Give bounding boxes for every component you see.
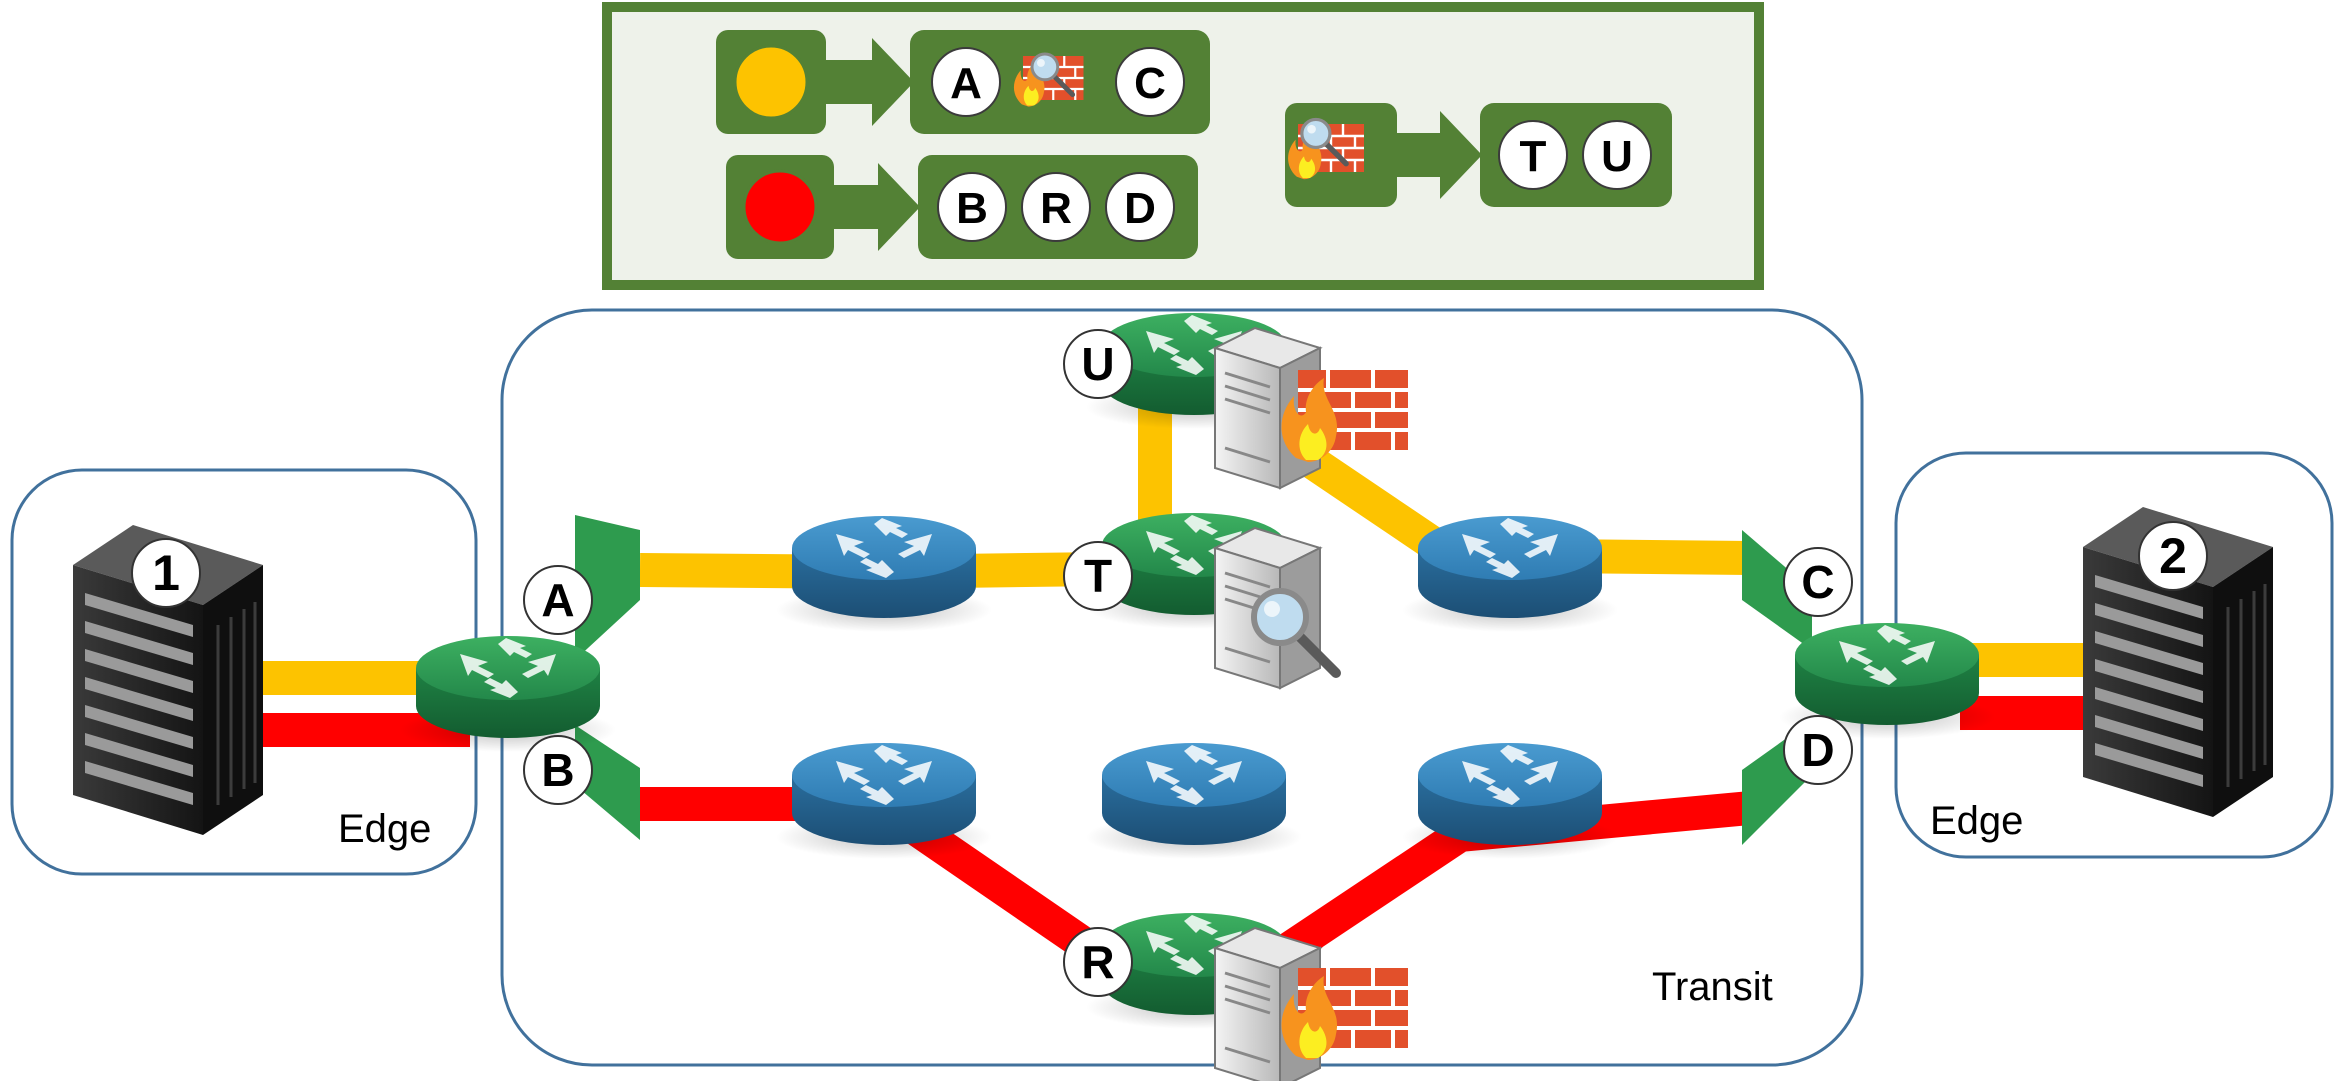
legend-panel: A C B R D T U [602,2,1764,290]
node-a-label: A [541,574,574,626]
ingress-wedge-c [1742,530,1812,650]
legend-service-icon [1286,119,1366,181]
node-c-badge [1783,547,1853,617]
ingress-wedge-b [575,725,640,840]
edge-zone-left-label: Edge [338,807,431,851]
legend-node-c [1115,47,1185,117]
edge-zone-right-label: Edge [1930,799,2023,843]
transit-router-bottom-right [1402,743,1618,859]
legend-yellow-dot [733,44,809,120]
firewall-icon [1279,966,1410,1062]
legend-node-b-label: B [956,184,988,233]
server-2-label: 2 [2159,528,2187,584]
node-b-badge [523,735,593,805]
legend-node-u [1582,120,1652,190]
legend-node-d [1105,172,1175,242]
node-b-label: B [541,744,574,796]
transit-router-center [1086,743,1302,859]
server-1-label: 1 [152,545,180,601]
legend-node-c-label: C [1134,59,1166,108]
legend-node-d-label: D [1124,184,1156,233]
node-c-label: C [1801,556,1834,608]
transit-router-top-right [1402,516,1618,632]
legend-node-t [1498,120,1568,190]
legend-arrow-icon [826,38,914,126]
node-t-label: T [1084,550,1112,602]
server-1-badge [131,538,201,608]
edge-router-left [400,636,616,752]
node-d-label: D [1801,724,1834,776]
node-t-badge [1063,541,1133,611]
node-d-badge [1783,715,1853,785]
legend-arrow-icon [1397,111,1482,199]
legend-node-a [931,47,1001,117]
node-r-label: R [1081,936,1114,988]
ingress-wedge-a [575,515,640,660]
legend-red-dot [742,169,818,245]
transit-router-bottom-left [776,743,992,859]
legend-node-t-label: T [1520,132,1547,181]
node-r-badge [1063,927,1133,997]
firewall-icon [1279,368,1410,464]
legend-node-b [937,172,1007,242]
legend-node-r [1021,172,1091,242]
legend-inspection-firewall-icon [1012,54,1085,108]
node-a-badge [523,565,593,635]
legend-arrow-icon [834,163,920,251]
transit-zone-label: Transit [1652,965,1773,1009]
node-badges: A B C D R T U [523,329,1853,997]
legend-node-u-label: U [1601,132,1633,181]
legend-node-r-label: R [1040,184,1072,233]
transit-router-top-left [776,516,992,632]
server-2-badge [2138,521,2208,591]
legend-node-a-label: A [950,59,982,108]
node-u-label: U [1081,338,1114,390]
node-u-badge [1063,329,1133,399]
